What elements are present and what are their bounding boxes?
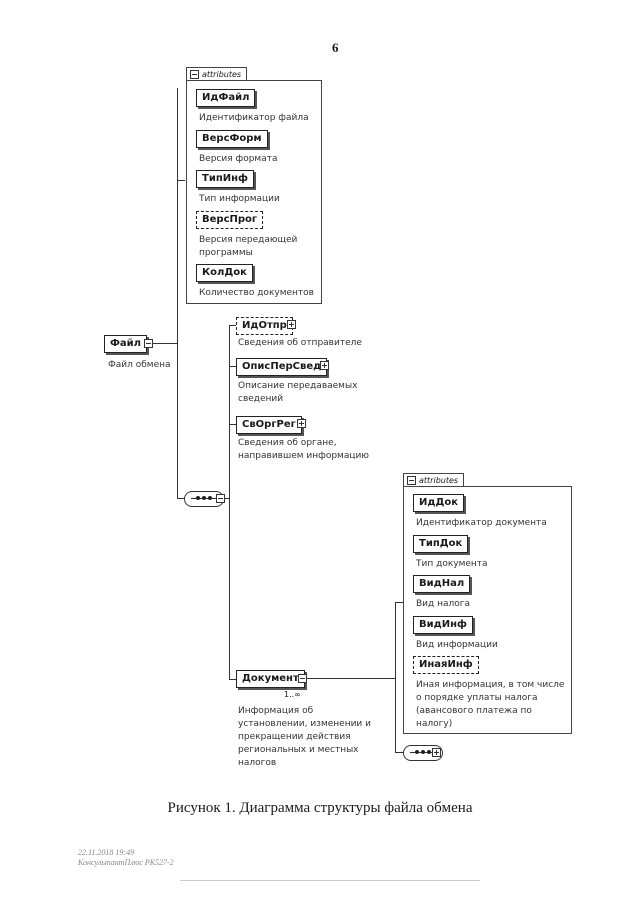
- file-attribute-desc: Версия формата: [199, 154, 278, 164]
- connector-line: [225, 498, 230, 499]
- root-element-name: Файл: [110, 338, 141, 349]
- file-attribute-box[interactable]: ВерсФорм: [196, 130, 268, 148]
- connector-line: [307, 678, 395, 679]
- document-attribute-box[interactable]: ВидНал: [413, 575, 471, 593]
- document-attribute-desc: Тип документа: [416, 559, 488, 569]
- collapse-icon[interactable]: [298, 674, 307, 683]
- document-attribute-box[interactable]: ТипДок: [413, 535, 469, 553]
- document-attribute-desc: Иная информация, в том числе о порядке у…: [416, 680, 565, 729]
- child-element-desc: Сведения об органе, направившем информац…: [238, 438, 369, 461]
- document-attribute-desc: Вид налога: [416, 599, 471, 609]
- collapse-icon[interactable]: [407, 476, 416, 485]
- connector-line: [177, 498, 185, 499]
- attributes-tab[interactable]: attributes: [186, 67, 248, 80]
- file-attribute-box[interactable]: ИдФайл: [196, 89, 256, 107]
- connector-line: [229, 366, 236, 367]
- connector-line: [229, 679, 236, 680]
- collapse-icon[interactable]: [144, 339, 153, 348]
- document-attribute-desc: Вид информации: [416, 640, 498, 650]
- file-attribute-desc: Версия передающей программы: [199, 235, 298, 258]
- connector-line: [177, 88, 178, 498]
- connector-line: [153, 343, 177, 344]
- child-element-desc: Описание передаваемых сведений: [238, 381, 358, 404]
- file-attribute-box[interactable]: ТипИнф: [196, 170, 254, 188]
- child-element-box[interactable]: СвОргРег: [236, 416, 302, 434]
- document-attribute-desc: Идентификатор документа: [416, 518, 547, 528]
- child-element-desc: Сведения об отправителе: [238, 338, 362, 348]
- connector-line: [229, 424, 236, 425]
- root-element-desc: Файл обмена: [108, 360, 171, 370]
- document-attributes-group: [403, 486, 572, 734]
- connector-line: [229, 325, 236, 326]
- attributes-tab[interactable]: attributes: [403, 473, 465, 486]
- connector-line: [395, 602, 403, 603]
- connector-line: [395, 602, 396, 752]
- sequence-compositor-icon[interactable]: [184, 491, 224, 507]
- document-attribute-box[interactable]: ВидИнф: [413, 616, 473, 634]
- multiplicity-label: 1..∞: [284, 690, 301, 699]
- document-attribute-box-optional[interactable]: ИнаяИнф: [413, 656, 479, 674]
- file-attribute-desc: Количество документов: [199, 288, 314, 298]
- file-attribute-desc: Идентификатор файла: [199, 113, 309, 123]
- connector-line: [229, 325, 230, 679]
- footer-timestamp: 22.11.2018 19:49: [78, 848, 135, 857]
- root-element-box[interactable]: Файл: [104, 335, 147, 353]
- expand-icon[interactable]: [287, 320, 296, 329]
- page-number: 6: [332, 40, 339, 55]
- connector-line: [395, 752, 403, 753]
- file-attribute-box-optional[interactable]: ВерсПрог: [196, 211, 264, 229]
- child-element-box-optional[interactable]: ИдОтпр: [236, 317, 293, 335]
- collapse-icon[interactable]: [190, 70, 199, 79]
- file-attributes-group: [186, 80, 322, 304]
- footer-source: КонсультантПлюс РК527-2: [78, 858, 174, 867]
- file-attribute-desc: Тип информации: [199, 194, 280, 204]
- figure-caption: Рисунок 1. Диаграмма структуры файла обм…: [167, 800, 473, 816]
- child-element-desc: Информация об установлении, изменении и …: [238, 706, 371, 768]
- bottom-divider: [180, 880, 480, 881]
- child-element-box[interactable]: Документ: [236, 670, 305, 688]
- file-attribute-box[interactable]: КолДок: [196, 264, 253, 282]
- expand-icon[interactable]: [320, 361, 329, 370]
- connector-line: [177, 180, 185, 181]
- document-attribute-box[interactable]: ИдДок: [413, 494, 465, 512]
- expand-icon[interactable]: [297, 419, 306, 428]
- expand-icon[interactable]: [432, 748, 441, 757]
- child-element-box[interactable]: ОписПерСвед: [236, 358, 328, 376]
- collapse-icon[interactable]: [216, 494, 225, 503]
